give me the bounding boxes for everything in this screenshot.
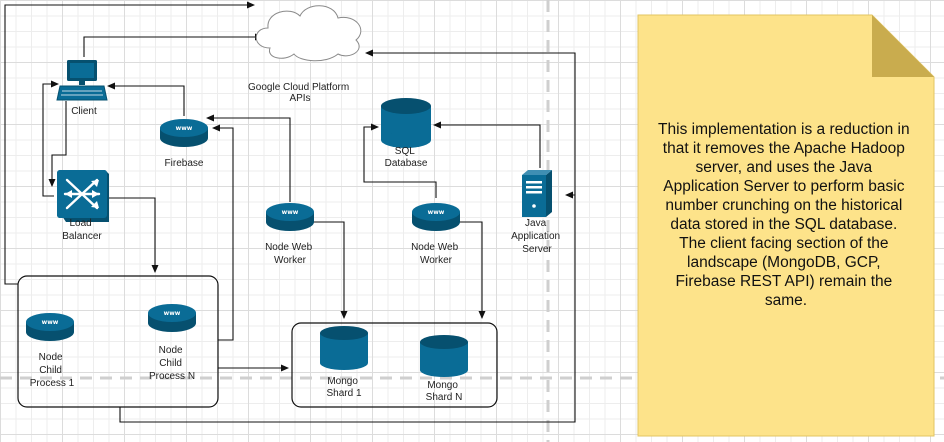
- node-web-worker-1-label: Node Web Worker: [265, 242, 315, 266]
- sql-database-icon[interactable]: [381, 98, 431, 148]
- gcp-label: Google Cloud Platform APIs: [248, 82, 352, 104]
- node-web-worker-2-label: Node Web Worker: [411, 242, 461, 266]
- node-child-process-1-icon[interactable]: www: [26, 313, 74, 341]
- child-n-www-text: www: [164, 310, 181, 317]
- connector-java-to-gcp: [365, 49, 576, 195]
- node-web-worker-1-icon[interactable]: www: [266, 203, 314, 231]
- connector-worker1-to-mongo: [310, 221, 348, 319]
- worker-1-www-text: www: [282, 209, 299, 216]
- node-child-process-group[interactable]: [17, 275, 219, 408]
- connector-node-to-gcp: [4, 1, 255, 285]
- connectors: [4, 1, 576, 423]
- node-child-process-n-label: Node Child Process N: [149, 345, 195, 382]
- firebase-label: Firebase: [165, 158, 204, 169]
- load-balancer-icon[interactable]: [57, 170, 109, 222]
- mongo-shard-1-label: Mongo Shard 1: [326, 376, 361, 399]
- connector-lb-to-client: [42, 80, 59, 197]
- mongo-shard-group[interactable]: [291, 322, 498, 408]
- firebase-web-server-icon[interactable]: www: [160, 119, 208, 147]
- connector-client-to-lb: [48, 101, 67, 187]
- connector-java-to-sql: [433, 121, 541, 168]
- connector-firebase-to-client: [107, 82, 185, 116]
- connector-worker2-to-mongo: [460, 221, 486, 319]
- node-child-process-1-label: Node Child Process 1: [30, 352, 75, 389]
- worker-2-www-text: www: [428, 209, 445, 216]
- mongo-shard-n-label: Mongo Shard N: [426, 380, 463, 403]
- mongo-shard-1-database-icon[interactable]: [320, 326, 368, 370]
- mongo-shard-n-database-icon[interactable]: [420, 335, 468, 377]
- connector-worker1-to-firebase: [206, 114, 291, 202]
- sticky-note[interactable]: This implementation is a reduction in th…: [637, 14, 935, 437]
- gcp-cloud-icon[interactable]: [255, 5, 362, 62]
- connector-client-to-gcp: [83, 33, 263, 57]
- connector-node-to-firebase: [212, 124, 234, 341]
- client-label: Client: [71, 106, 97, 117]
- client-desktop-icon[interactable]: [56, 60, 108, 101]
- firebase-www-text: www: [176, 125, 193, 132]
- sql-database-label: SQL Database: [385, 146, 428, 169]
- node-web-worker-2-icon[interactable]: www: [412, 203, 460, 231]
- child-1-www-text: www: [42, 319, 59, 326]
- load-balancer-label: Load Balancer: [62, 218, 102, 242]
- java-server-label: Java Application Server: [511, 218, 563, 255]
- node-child-process-n-icon[interactable]: www: [148, 304, 196, 332]
- connector-node-to-java: [119, 191, 576, 423]
- connector-worker2-to-sql: [363, 123, 437, 198]
- note-text: This implementation is a reduction in th…: [658, 121, 914, 309]
- java-server-tower-icon[interactable]: [522, 170, 552, 217]
- connector-lb-to-node: [109, 197, 159, 273]
